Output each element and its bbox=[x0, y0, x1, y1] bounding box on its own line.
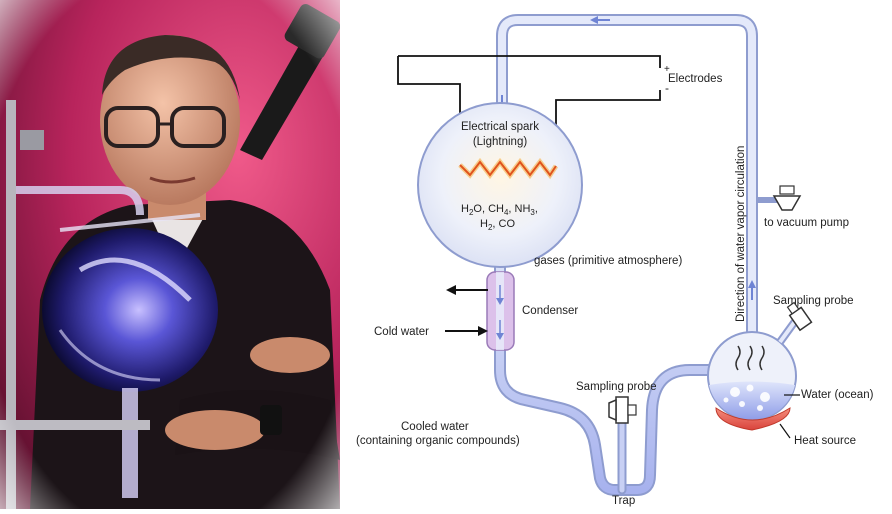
reaction-flask bbox=[417, 102, 583, 268]
condenser-label: Condenser bbox=[522, 305, 578, 317]
electrode-plus: + bbox=[664, 64, 670, 75]
glass-tubing bbox=[494, 14, 758, 496]
sampling-probe-top-label: Sampling probe bbox=[773, 295, 854, 307]
spark-label-line2: (Lightning) bbox=[473, 136, 528, 148]
vacuum-pump-label: to vacuum pump bbox=[764, 217, 849, 229]
gases-label: gases (primitive atmosphere) bbox=[534, 255, 682, 267]
trap-label: Trap bbox=[612, 495, 635, 507]
photo-illustration bbox=[0, 0, 340, 509]
electrodes-label: Electrodes bbox=[668, 73, 723, 85]
cooled-water-label-line1: Cooled water bbox=[401, 421, 469, 433]
spark-label-line1: Electrical spark bbox=[461, 121, 539, 133]
vacuum-valve bbox=[772, 185, 802, 211]
direction-label: Direction of water vapor circulation bbox=[735, 146, 747, 322]
electrode-minus: - bbox=[665, 81, 669, 95]
heat-source bbox=[715, 407, 791, 431]
sampling-probe-bottom-label: Sampling probe bbox=[576, 381, 657, 393]
cooled-water-label-line2: (containing organic compounds) bbox=[356, 435, 520, 447]
heat-source-label: Heat source bbox=[794, 435, 856, 447]
cold-water-label: Cold water bbox=[374, 326, 429, 338]
gas-formula-line2: H2, CO bbox=[480, 218, 515, 232]
scientist-photo bbox=[0, 0, 340, 509]
trap-sampling-probe bbox=[608, 396, 637, 424]
top-sampling-probe bbox=[786, 301, 813, 332]
steam-icon bbox=[735, 345, 765, 371]
spark-zigzag bbox=[459, 160, 557, 177]
gas-formula-line1: H2O, CH4, NH3, bbox=[461, 203, 538, 217]
water-ocean-label: Water (ocean) bbox=[801, 389, 874, 401]
miller-urey-diagram: + - Electrodes Electrical spark (Lightni… bbox=[340, 0, 892, 509]
